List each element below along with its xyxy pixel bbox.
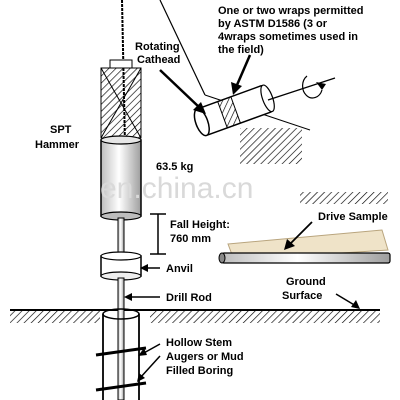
drill-rod — [117, 277, 125, 400]
wraps-label-line-4: the field) — [218, 44, 264, 56]
hollow-stem-label-line-3: Filled Boring — [166, 365, 233, 377]
drive-sample-label: Drive Sample — [318, 211, 388, 223]
cathead-label-line-1: Rotating — [135, 41, 180, 53]
rotating-cathead — [193, 75, 336, 164]
labels: One or two wraps permitted by ASTM D1586… — [35, 5, 388, 377]
fall-height-dimension — [150, 213, 166, 255]
hammer-label-line-1: SPT — [50, 124, 72, 136]
ground-surface-label-line-1: Ground — [286, 276, 326, 288]
wraps-label-line-3: 4wraps sometimes used in — [218, 31, 358, 43]
leader-arrows — [124, 54, 360, 382]
wraps-label-line-1: One or two wraps permitted — [218, 5, 363, 17]
drill-rod-label: Drill Rod — [166, 292, 212, 304]
hammer-label-line-2: Hammer — [35, 139, 80, 151]
anvil — [100, 251, 142, 281]
drive-sample — [218, 192, 391, 264]
ground-surface — [10, 309, 380, 323]
mass-label: 63.5 kg — [156, 161, 193, 173]
ground-surface-label-line-2: Surface — [282, 290, 322, 302]
hollow-stem-label-line-1: Hollow Stem — [166, 337, 232, 349]
wraps-label-line-2: by ASTM D1586 (3 or — [218, 18, 328, 30]
guide-rod — [117, 217, 125, 257]
hollow-stem-label-line-2: Augers or Mud — [166, 351, 244, 363]
anvil-label: Anvil — [166, 263, 193, 275]
hollow-stem-auger — [95, 308, 147, 400]
spt-hammer — [100, 135, 142, 221]
fall-height-label-line-2: 760 mm — [170, 233, 211, 245]
watermark: en.china.cn — [100, 172, 253, 205]
hammer-guide — [100, 59, 142, 139]
fall-height-label-line-1: Fall Height: — [170, 219, 230, 231]
cathead-label-line-2: Cathead — [137, 54, 180, 66]
